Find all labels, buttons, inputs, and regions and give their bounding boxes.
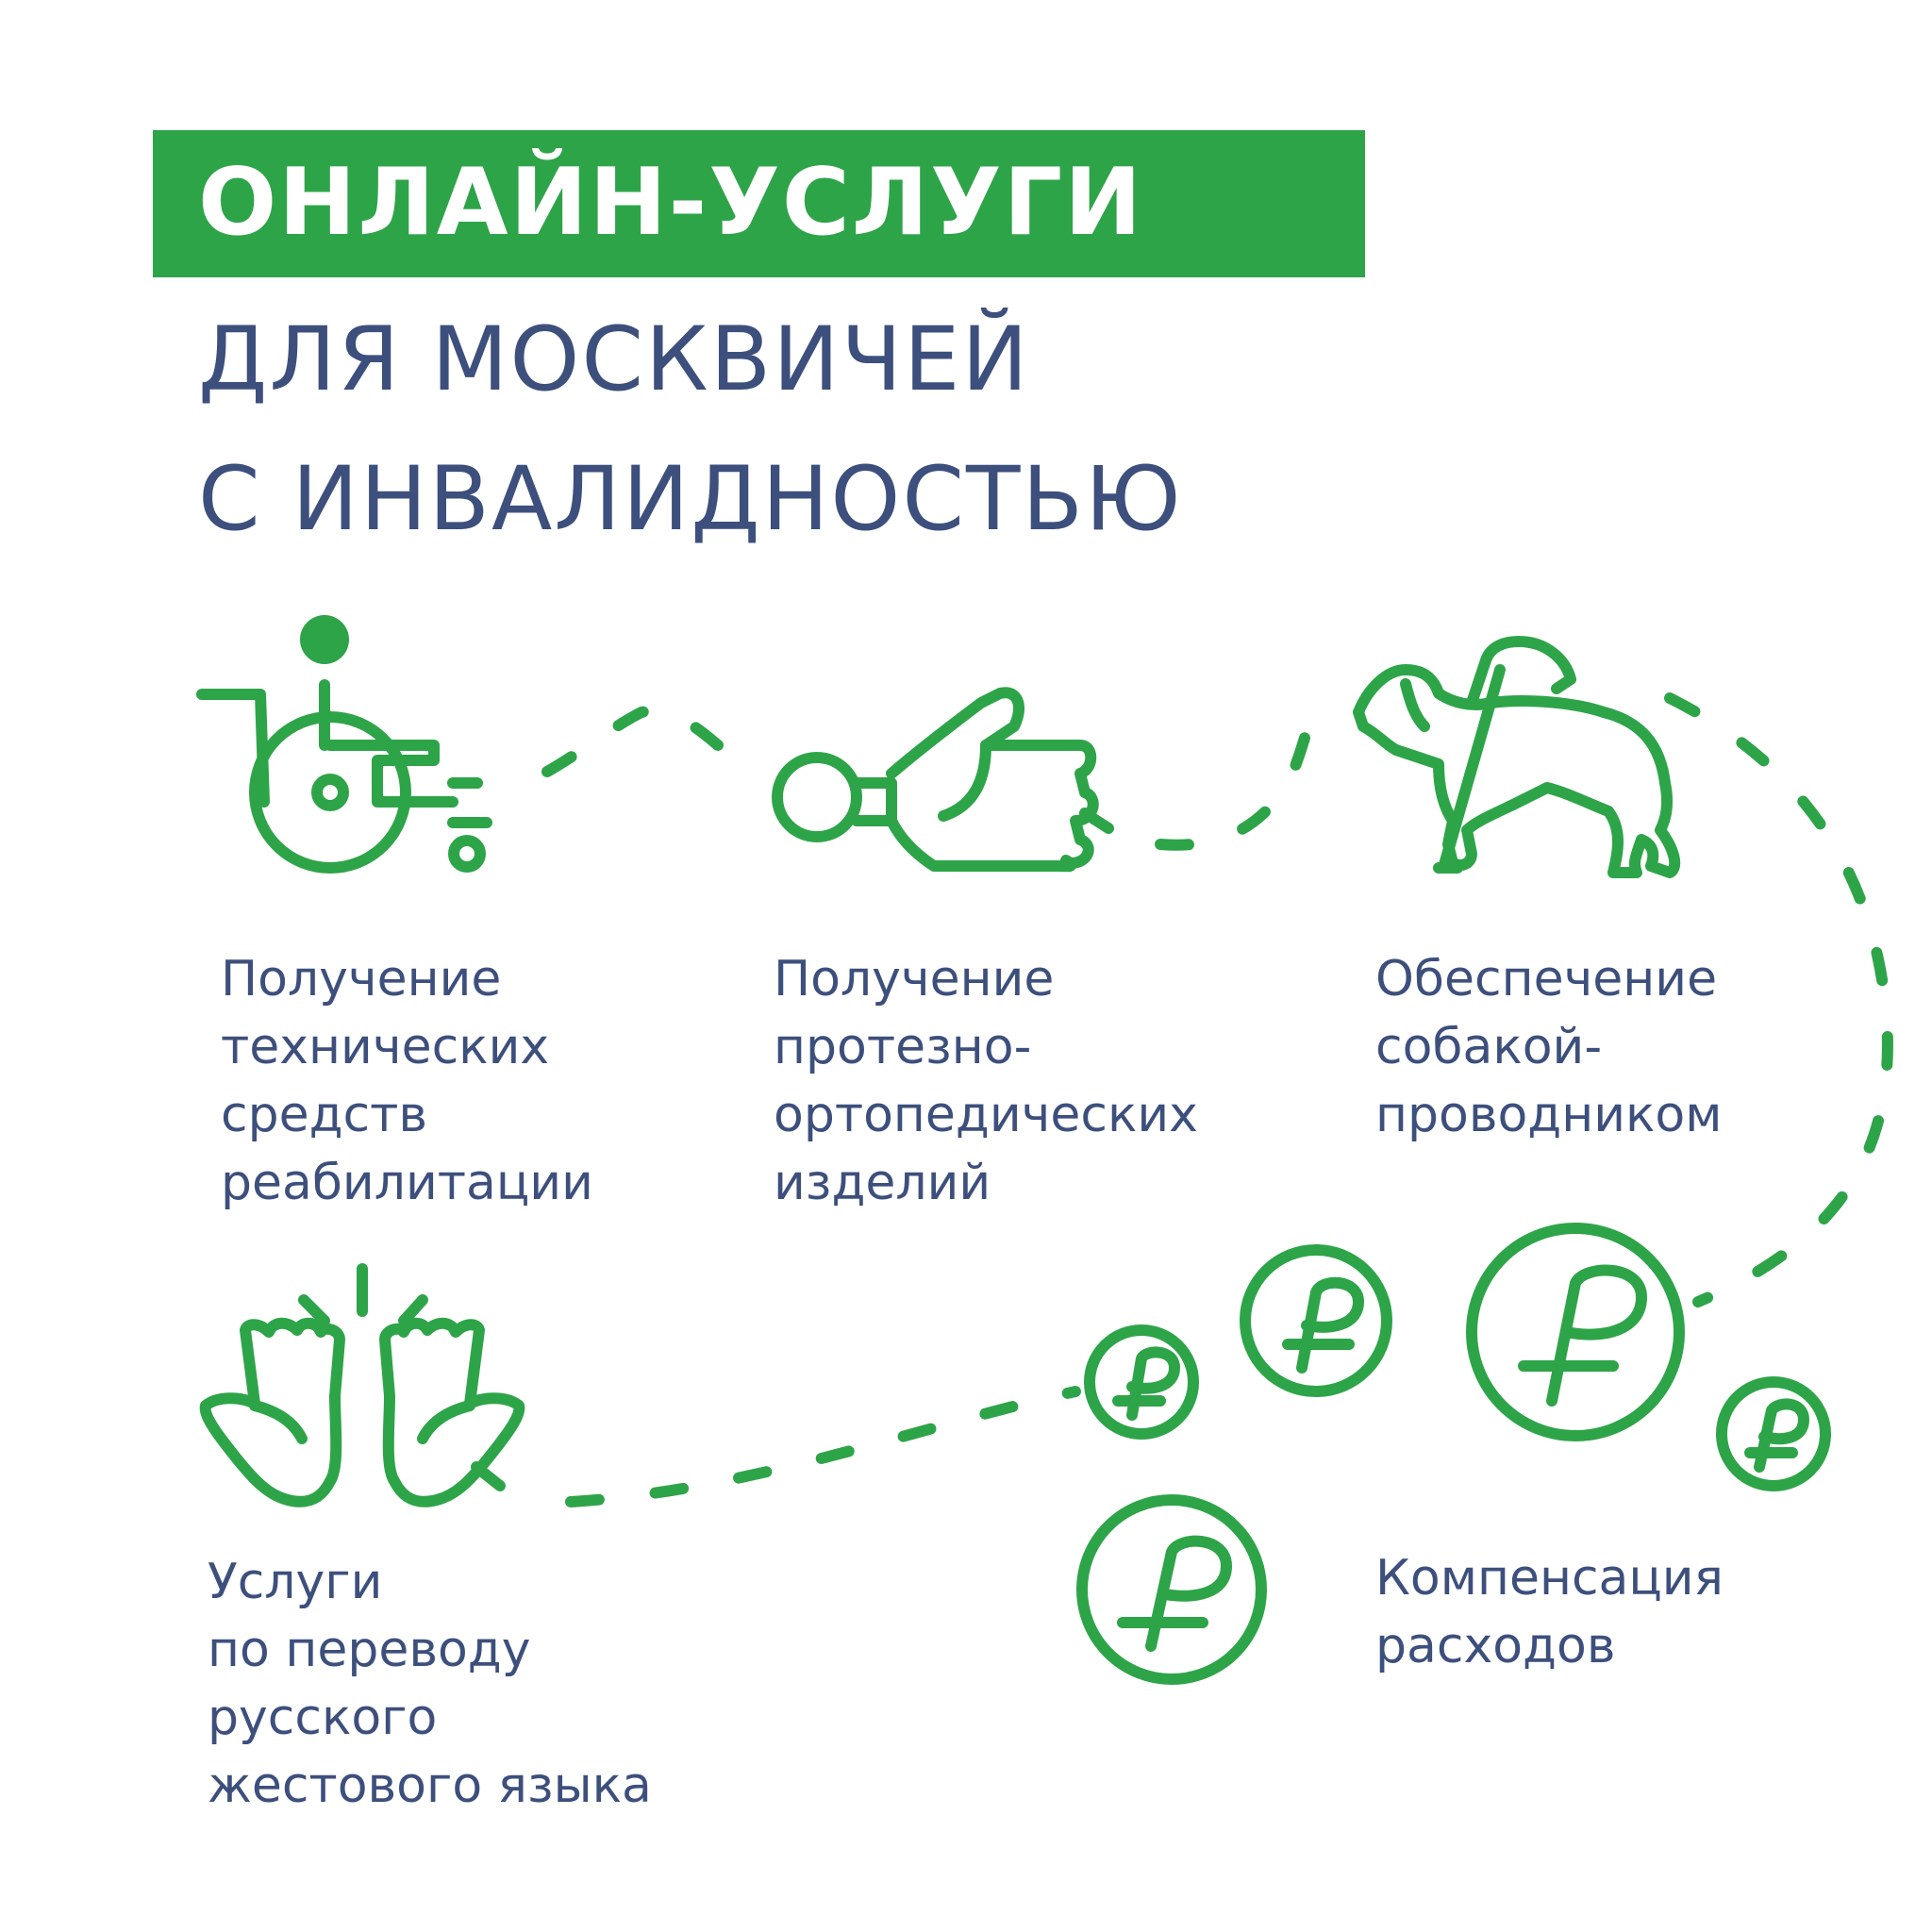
ruble-coin-bottom [1076,1494,1267,1685]
dashed-route-line [541,692,1893,1507]
page-title: ОНЛАЙН-УСЛУГИ [198,149,1144,257]
service-label-rehab-equipment: Получение технических средств реабилитац… [221,951,593,1211]
page-subtitle-line-2: С ИНВАЛИДНОСТЬЮ [198,448,1183,551]
ruble-coin-large [1466,1223,1685,1441]
service-label-prosthetics: Получение протезно- ортопедических издел… [774,951,1198,1211]
ruble-coin-small-right [1716,1376,1831,1491]
page-subtitle-line-1: ДЛЯ МОСКВИЧЕЙ [198,308,1030,411]
ruble-coin-medium [1240,1244,1392,1397]
guide-dog-icon [1353,636,1681,878]
service-label-compensation: Компенсация расходов [1375,1550,1724,1674]
sign-language-hands-icon [199,1263,525,1507]
ruble-coins-icon [1076,1223,1831,1685]
wheelchair-icon [196,615,492,874]
title-banner [153,130,1365,277]
ruble-coin-small-left [1084,1324,1199,1440]
service-label-guide-dog: Обеспечение собакой- проводником [1375,951,1723,1143]
service-label-sign-language: Услуги по переводу русского жестового яз… [208,1554,652,1814]
prosthetic-hand-icon [772,687,1114,873]
